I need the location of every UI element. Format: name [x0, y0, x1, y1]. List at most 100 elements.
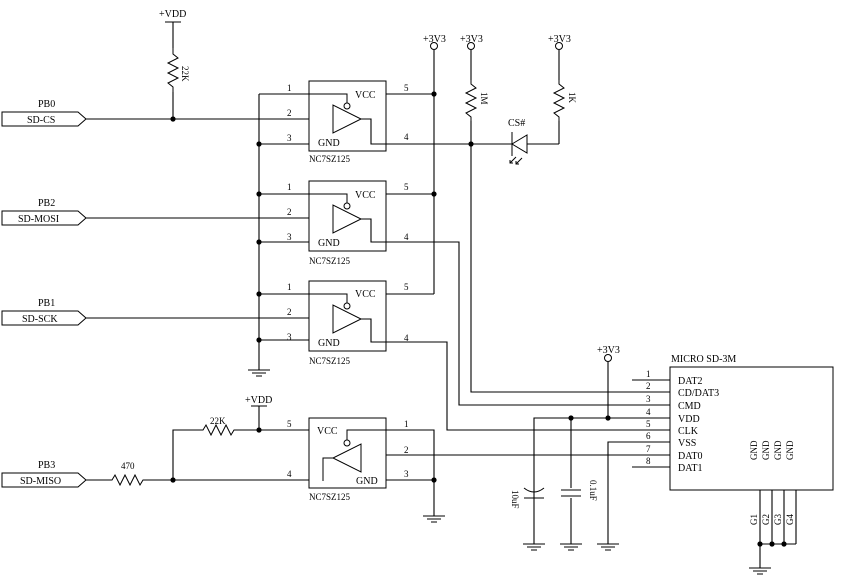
sd-gnd-pin: GND — [785, 440, 795, 460]
ground-symbol — [596, 543, 620, 551]
vcc-label: VCC — [355, 289, 376, 300]
capacitor-value: 0.1uF — [588, 480, 598, 501]
sd-pin-number: 8 — [646, 456, 651, 466]
vcc-label: VCC — [355, 190, 376, 201]
v33-power-4: +3V3 — [597, 345, 620, 362]
pin-number: 5 — [404, 182, 409, 192]
sd-gnd-pin: GND — [749, 440, 759, 460]
resistor-1k: 1K — [552, 50, 577, 121]
ground-symbol — [748, 567, 772, 575]
resistor-value: 1K — [567, 92, 577, 104]
gnd-label: GND — [318, 138, 340, 149]
sd-gnd-label: G4 — [785, 514, 795, 525]
vcc-label: VCC — [317, 426, 338, 437]
ground-symbol — [247, 369, 271, 377]
resistor-value: 22K — [210, 416, 226, 426]
sd-gnd-pin: GND — [773, 440, 783, 460]
v33-power-2: +3V3 — [460, 34, 483, 50]
vdd-label: +VDD — [245, 395, 272, 406]
pin-number: 1 — [287, 182, 292, 192]
vdd-top-power: +VDD — [159, 9, 186, 48]
sd-pin-name: VDD — [678, 414, 700, 425]
junction-dots — [170, 91, 787, 547]
part-label: NC7SZ125 — [309, 356, 351, 366]
capacitor-value: 10uF — [510, 490, 520, 509]
resistor-value: 470 — [121, 461, 135, 471]
buffer-miso: VCC GND NC7SZ125 5 4 1 2 3 — [287, 417, 409, 502]
pin-number: 2 — [287, 207, 292, 217]
resistor-pullup-cs: 22K — [166, 48, 190, 119]
sd-pin-name: CMD — [678, 401, 701, 412]
led-cs: CS# — [508, 118, 560, 165]
resistor-miso-series: 470 — [108, 461, 147, 487]
pin-number: 4 — [404, 333, 409, 343]
resistor-1m: 1M — [464, 50, 489, 121]
pin-number: 5 — [404, 282, 409, 292]
sd-pin-number: 3 — [646, 394, 651, 404]
gnd-label: GND — [356, 476, 378, 487]
net-port-label: SD-SCK — [22, 314, 58, 325]
net-port-sd-cs: PB0 SD-CS — [1, 99, 87, 127]
part-label: NC7SZ125 — [309, 492, 351, 502]
pin-number: 1 — [404, 419, 409, 429]
buffer-cs: VCC GND NC7SZ125 1 2 3 5 4 — [287, 80, 409, 164]
part-label: NC7SZ125 — [309, 154, 351, 164]
led-label: CS# — [508, 118, 525, 129]
ground-symbol — [522, 543, 546, 551]
pin-number: 3 — [287, 133, 292, 143]
net-name: PB0 — [38, 99, 55, 110]
sd-pin-name: DAT1 — [678, 463, 702, 474]
sd-pin-name: CD/DAT3 — [678, 388, 719, 399]
vdd-miso-power: +VDD — [245, 395, 272, 407]
net-name: PB3 — [38, 460, 55, 471]
gnd-label: GND — [318, 238, 340, 249]
sd-gnd-pin: GND — [761, 440, 771, 460]
v33-label: +3V3 — [460, 34, 483, 45]
pin-number: 2 — [404, 445, 409, 455]
part-label: NC7SZ125 — [309, 256, 351, 266]
micro-sd-connector: MICRO SD-3M 1 2 3 4 5 6 7 8 DAT2 CD/DAT3… — [646, 354, 834, 525]
net-port-sd-sck: PB1 SD-SCK — [1, 298, 87, 326]
resistor-value: 1M — [479, 92, 489, 105]
sd-pin-number: 6 — [646, 431, 651, 441]
net-port-label: SD-CS — [27, 115, 55, 126]
net-port-label: SD-MISO — [20, 476, 61, 487]
resistor-miso-pullup: 22K — [199, 416, 238, 437]
sd-pin-name: DAT2 — [678, 376, 702, 387]
vdd-label: +VDD — [159, 9, 186, 20]
sd-pin-name: CLK — [678, 426, 699, 437]
v33-label: +3V3 — [597, 345, 620, 356]
sd-gnd-label: G1 — [749, 514, 759, 525]
pin-number: 1 — [287, 83, 292, 93]
v33-label: +3V3 — [548, 34, 571, 45]
wires — [86, 50, 797, 568]
pin-number: 1 — [287, 282, 292, 292]
pin-number: 2 — [287, 108, 292, 118]
pin-number: 5 — [287, 419, 292, 429]
buffer-mosi: VCC GND NC7SZ125 1 2 3 5 4 — [287, 180, 409, 266]
capacitor-10uf: 10uF — [510, 487, 545, 509]
net-port-label: SD-MOSI — [18, 214, 59, 225]
pin-number: 3 — [287, 232, 292, 242]
resistor-value: 22K — [180, 66, 190, 82]
pin-number: 3 — [287, 332, 292, 342]
sd-title: MICRO SD-3M — [671, 354, 736, 365]
v33-label: +3V3 — [423, 34, 446, 45]
v33-power-1: +3V3 — [423, 34, 446, 50]
net-port-sd-miso: PB3 SD-MISO — [1, 460, 87, 488]
sd-pin-name: VSS — [678, 438, 696, 449]
gnd-label: GND — [318, 338, 340, 349]
vcc-label: VCC — [355, 90, 376, 101]
v33-power-3: +3V3 — [548, 34, 571, 50]
buffer-sck: VCC GND NC7SZ125 1 2 3 5 4 — [287, 280, 409, 366]
sd-gnd-label: G2 — [761, 514, 771, 525]
ground-symbol — [559, 543, 583, 551]
pin-number: 4 — [404, 132, 409, 142]
sd-pin-number: 1 — [646, 369, 651, 379]
pin-number: 4 — [287, 469, 292, 479]
sd-pin-number: 7 — [646, 444, 651, 454]
net-name: PB1 — [38, 298, 55, 309]
sd-pin-number: 2 — [646, 381, 651, 391]
sd-pin-number: 5 — [646, 419, 651, 429]
